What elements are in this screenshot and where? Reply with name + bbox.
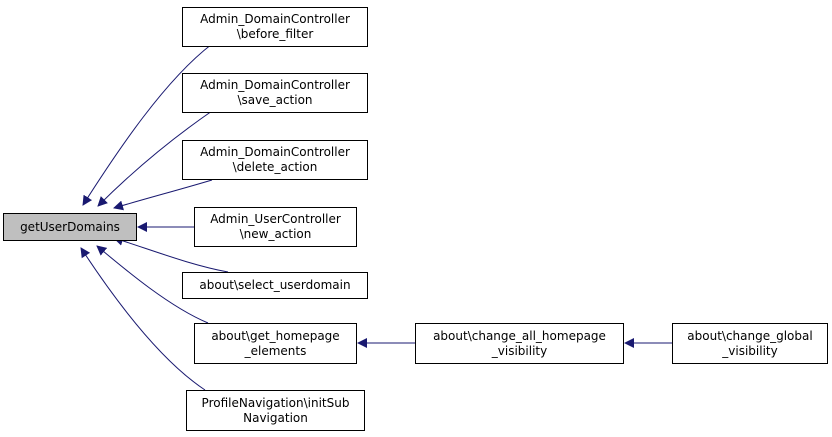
node-about-select-userdomain[interactable]: about\select_userdomain bbox=[182, 272, 368, 299]
node-label-line-1: about\change_global bbox=[687, 328, 813, 343]
edge-delete-action-to-root bbox=[113, 179, 213, 211]
node-label-line-1: about\change_all_homepage bbox=[433, 328, 606, 343]
node-label-line-1: Admin_DomainController bbox=[200, 145, 350, 159]
node-admin-domaincontroller-before-filter[interactable]: Admin_DomainController \before_filter bbox=[182, 7, 368, 47]
edge-init-sub-navigation-to-root bbox=[80, 247, 206, 391]
node-label-line-2: _visibility bbox=[491, 343, 548, 358]
edge-select-userdomain-to-root bbox=[113, 235, 229, 273]
edge-before-filter-to-root bbox=[82, 43, 213, 206]
node-label-line-2: \before_filter bbox=[236, 27, 314, 41]
node-label-line-1: about\get_homepage bbox=[211, 328, 340, 343]
node-about-get-homepage-elements[interactable]: about\get_homepage _elements bbox=[194, 323, 357, 364]
node-label: about\select_userdomain bbox=[199, 278, 351, 292]
node-admin-domaincontroller-delete-action[interactable]: Admin_DomainController \delete_action bbox=[182, 140, 368, 180]
node-label-line-2: \delete_action bbox=[232, 160, 318, 174]
node-label: getUserDomains bbox=[20, 219, 120, 234]
node-admin-domaincontroller-save-action[interactable]: Admin_DomainController \save_action bbox=[182, 73, 368, 113]
node-label-line-2: \new_action bbox=[239, 227, 312, 241]
node-label-line-1: ProfileNavigation\initSub bbox=[201, 395, 350, 410]
edge-get-homepage-elements-to-root bbox=[96, 245, 209, 324]
node-label-line-1: Admin_DomainController bbox=[200, 12, 350, 26]
node-label-line-1: Admin_UserController bbox=[210, 212, 341, 226]
node-label-line-2: _elements bbox=[244, 343, 307, 358]
node-about-change-all-homepage-visibility[interactable]: about\change_all_homepage _visibility bbox=[415, 323, 624, 364]
node-about-change-global-visibility[interactable]: about\change_global _visibility bbox=[672, 323, 828, 364]
node-label-line-1: Admin_DomainController bbox=[200, 78, 350, 92]
node-get-user-domains: getUserDomains bbox=[3, 213, 137, 241]
node-label-line-2: Navigation bbox=[243, 410, 308, 425]
node-label-line-2: \save_action bbox=[237, 93, 313, 107]
node-profilenavigation-initsubnavigation[interactable]: ProfileNavigation\initSub Navigation bbox=[186, 390, 365, 431]
node-admin-usercontroller-new-action[interactable]: Admin_UserController \new_action bbox=[194, 207, 357, 247]
edge-save-action-to-root bbox=[97, 110, 213, 207]
node-label-line-2: _visibility bbox=[722, 343, 778, 358]
